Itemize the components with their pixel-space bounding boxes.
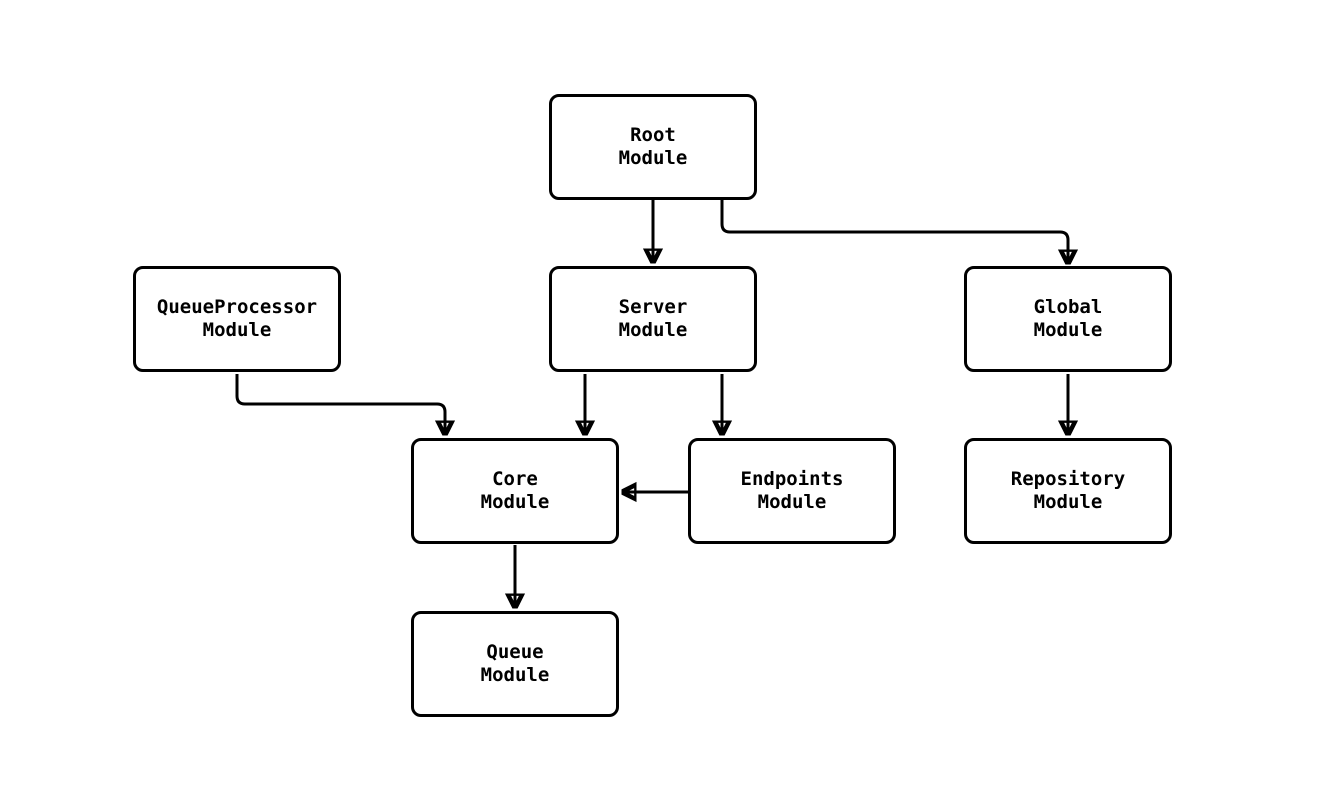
node-queue-module-label: Queue Module [480,641,550,686]
node-queue-module: Queue Module [411,611,619,717]
node-repository-module: Repository Module [964,438,1172,544]
node-server-module-label: Server Module [618,296,688,341]
node-root-module: Root Module [549,94,757,200]
node-core-module-label: Core Module [480,468,550,513]
node-server-module: Server Module [549,266,757,372]
node-global-module-label: Global Module [1033,296,1103,341]
node-queueprocessor-module: QueueProcessor Module [133,266,341,372]
node-root-module-label: Root Module [618,124,688,169]
node-global-module: Global Module [964,266,1172,372]
edge-queueprocessor-to-core-arrow [235,374,445,435]
edge-root-to-global-arrow [720,199,1068,264]
node-endpoints-module-label: Endpoints Module [740,468,844,513]
node-repository-module-label: Repository Module [1010,468,1126,513]
node-queueprocessor-module-label: QueueProcessor Module [156,296,318,341]
node-endpoints-module: Endpoints Module [688,438,896,544]
node-core-module: Core Module [411,438,619,544]
